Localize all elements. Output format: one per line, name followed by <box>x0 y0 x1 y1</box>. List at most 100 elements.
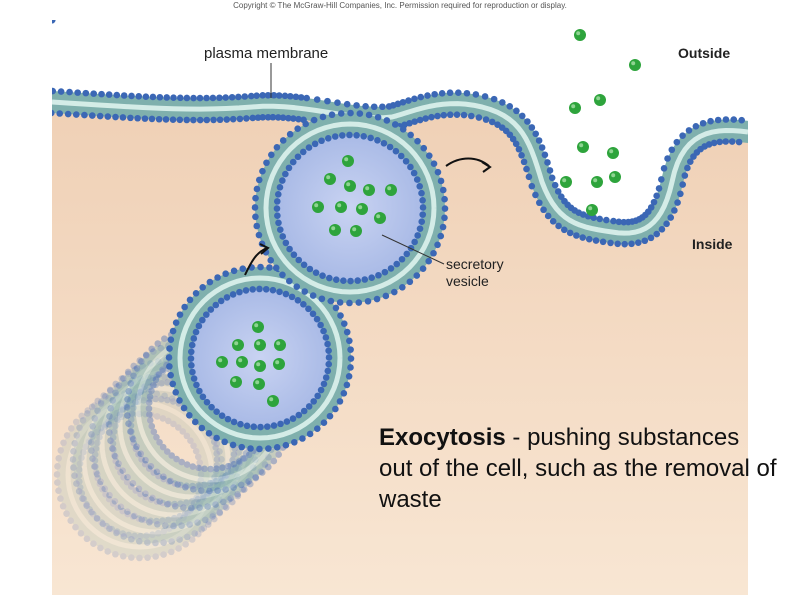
lipid-head <box>434 241 441 249</box>
lipid-head <box>104 113 112 120</box>
lipid-head <box>472 91 480 98</box>
lipid-head <box>252 474 260 482</box>
lipid-head <box>130 372 137 380</box>
lipid-head <box>159 499 166 507</box>
lipid-head <box>177 500 184 507</box>
lipid-head <box>225 496 233 503</box>
lipid-head <box>249 114 257 122</box>
lipid-head <box>164 379 171 386</box>
lipid-head <box>203 94 210 102</box>
lipid-head <box>290 115 297 122</box>
molecule <box>267 395 279 407</box>
lipid-tails <box>57 392 223 558</box>
lipid-head <box>153 390 161 398</box>
lipid-head <box>83 502 90 509</box>
molecule-highlight <box>254 323 259 328</box>
lipid-head <box>212 301 220 309</box>
lipid-head <box>551 181 559 189</box>
lipid-head <box>274 190 282 198</box>
lipid-head <box>579 211 587 218</box>
lipid-head <box>285 114 292 122</box>
lipid-head <box>137 358 145 365</box>
lipid-head <box>209 513 216 520</box>
lipid-head <box>180 404 188 412</box>
lipid-head <box>523 165 530 173</box>
lipid-head <box>340 277 347 285</box>
lipid-head <box>137 532 144 540</box>
lipid-head <box>318 295 326 303</box>
lipid-head <box>231 481 239 488</box>
molecule <box>236 356 248 368</box>
lipid-head <box>430 249 437 257</box>
lipid-head <box>54 463 61 470</box>
vesicle <box>53 388 227 562</box>
lipid-head <box>127 483 135 490</box>
lipid-head <box>196 94 204 102</box>
lipid-head <box>205 430 213 437</box>
lipid-head <box>411 238 418 246</box>
lipid-head <box>218 412 226 419</box>
lipid-head <box>324 97 331 105</box>
lipid-head <box>219 464 226 471</box>
lipid-head <box>161 374 168 381</box>
lipid-head <box>92 445 100 452</box>
lipid-head <box>192 328 200 336</box>
lipid-head <box>149 374 157 382</box>
lipid-head <box>205 518 213 525</box>
lipid-head <box>347 364 354 371</box>
lipid-head <box>428 113 435 121</box>
lipid-head <box>256 445 263 453</box>
lipid-head <box>154 340 162 347</box>
lipid-head <box>285 164 293 172</box>
lipid-head <box>224 462 232 470</box>
lipid-head <box>243 115 250 122</box>
lipid-head <box>227 468 235 476</box>
lipid-head <box>213 408 220 415</box>
lipid-head <box>57 88 65 95</box>
molecule <box>363 184 375 196</box>
lipid-head <box>152 381 160 389</box>
caption-definition: - pushing substances out of the cell, su… <box>379 424 777 513</box>
lipid-head <box>210 515 218 523</box>
lipid-head <box>188 536 196 543</box>
lipid-head <box>347 277 354 285</box>
bilayer-core <box>52 99 748 236</box>
molecule-highlight <box>276 341 281 346</box>
lipid-head <box>441 195 448 203</box>
molecule-highlight <box>387 186 392 191</box>
lipid-head <box>113 528 121 535</box>
lipid-head <box>242 287 250 294</box>
lipid-head <box>135 537 143 545</box>
lipid-head <box>245 478 252 485</box>
lipid-head <box>112 422 119 430</box>
lipid-head <box>252 474 259 481</box>
lipid-head <box>431 90 438 98</box>
lipid-head <box>189 482 196 490</box>
lipid-head <box>238 443 246 451</box>
lipid-head <box>106 386 114 394</box>
lipid-head <box>705 141 713 148</box>
lipid-head <box>560 226 568 234</box>
lipid-head <box>128 554 135 561</box>
lipid-head <box>320 380 328 388</box>
lipid-head <box>205 490 212 497</box>
lipid-head <box>190 442 197 450</box>
lipid-head <box>183 499 190 507</box>
lipid-head <box>324 134 332 142</box>
lipid-head <box>194 495 202 503</box>
lipid-head <box>105 394 113 402</box>
lipid-head <box>72 418 80 426</box>
molecule <box>350 225 362 237</box>
lipid-head <box>206 487 213 495</box>
lipid-head <box>137 388 145 395</box>
lipid-head <box>94 397 102 405</box>
lipid-head <box>319 113 327 121</box>
bilayer-segment <box>53 388 227 562</box>
lipid-head <box>105 418 112 426</box>
lipid-head <box>219 472 227 479</box>
lipid-head <box>190 375 198 382</box>
lipid-head <box>166 345 173 352</box>
lipid-head <box>229 488 236 496</box>
lipid-head <box>283 418 291 425</box>
lipid-head <box>441 205 449 212</box>
